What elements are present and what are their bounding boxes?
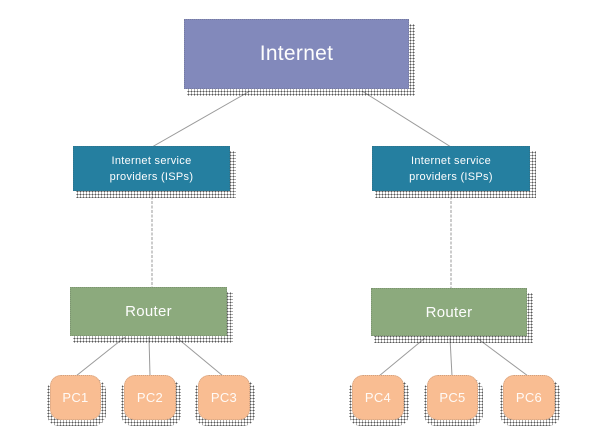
pc2-box: PC2 xyxy=(124,375,176,420)
connector-router-pc2 xyxy=(148,336,151,377)
connector-router-pc6 xyxy=(476,337,529,377)
pc3-label: PC3 xyxy=(210,390,238,405)
connector-internet-isp-right xyxy=(361,90,452,148)
pc4-box: PC4 xyxy=(352,375,404,420)
pc6-node: PC6 xyxy=(500,375,560,426)
pc1-label: PC1 xyxy=(62,390,89,405)
router-right-box: Router xyxy=(371,288,527,336)
pc1-box: PC1 xyxy=(50,375,101,420)
isp-left-label: Internet service providers (ISPs) xyxy=(109,154,194,183)
connector-router-pc5 xyxy=(449,337,453,377)
isp-left-box: Internet service providers (ISPs) xyxy=(73,146,230,191)
connector-router-pc1 xyxy=(75,336,126,377)
router-right-node: Router xyxy=(371,288,533,343)
isp-left-node: Internet service providers (ISPs) xyxy=(73,146,236,198)
internet-node: Internet xyxy=(184,19,415,96)
pc5-box: PC5 xyxy=(427,375,478,420)
isp-right-box: Internet service providers (ISPs) xyxy=(372,146,530,191)
pc1-node: PC1 xyxy=(47,375,106,426)
connector-router-pc4 xyxy=(378,337,426,377)
pc5-node: PC5 xyxy=(424,375,483,426)
router-left-label: Router xyxy=(125,303,172,320)
pc2-node: PC2 xyxy=(121,375,181,426)
router-left-node: Router xyxy=(70,287,233,343)
router-left-box: Router xyxy=(70,287,227,336)
connector-internet-isp-left xyxy=(151,90,251,148)
pc4-label: PC4 xyxy=(364,390,392,405)
pc3-node: PC3 xyxy=(195,375,255,426)
pc4-node: PC4 xyxy=(349,375,409,426)
router-right-label: Router xyxy=(425,303,473,321)
pc6-label: PC6 xyxy=(515,390,543,405)
isp-right-node: Internet service providers (ISPs) xyxy=(372,146,536,198)
isp-right-label: Internet service providers (ISPs) xyxy=(409,154,493,183)
pc5-label: PC5 xyxy=(439,390,466,405)
connector-router-pc3 xyxy=(175,336,224,377)
pc3-box: PC3 xyxy=(198,375,250,420)
internet-label: Internet xyxy=(259,42,334,65)
pc6-box: PC6 xyxy=(503,375,555,420)
pc2-label: PC2 xyxy=(136,390,164,405)
internet-box: Internet xyxy=(184,19,409,89)
